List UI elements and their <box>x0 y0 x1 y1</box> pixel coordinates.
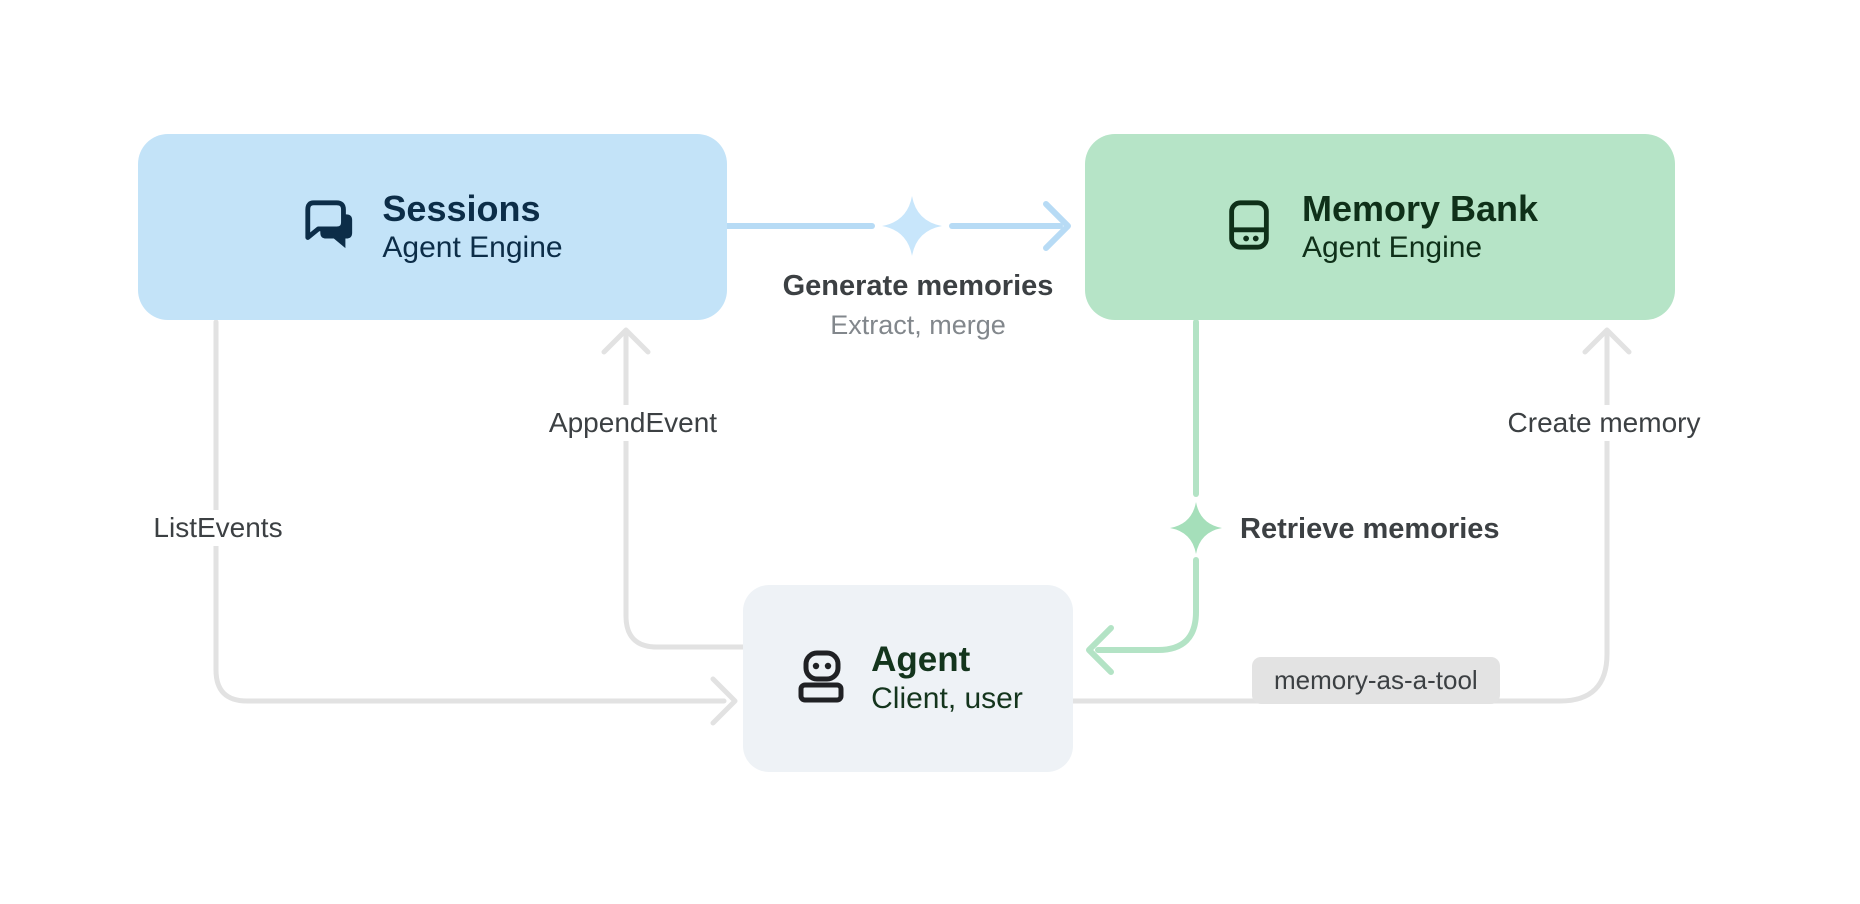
memory-bank-title: Memory Bank <box>1301 187 1539 229</box>
create-memory-arrow <box>1070 327 1632 704</box>
chat-bubbles-icon <box>302 198 356 257</box>
sparkle-icon <box>1170 502 1222 554</box>
sparkle-icon <box>882 196 942 256</box>
memory-bank-node: Memory Bank Agent Engine <box>1085 134 1675 320</box>
memory-as-a-tool-badge: memory-as-a-tool <box>1252 657 1500 704</box>
robot-icon <box>793 648 849 709</box>
agent-node: Agent Client, user <box>743 585 1073 772</box>
generate-memories-label: Generate memories <box>782 270 1054 302</box>
storage-icon <box>1222 198 1276 257</box>
list-events-arrow <box>213 319 738 726</box>
sessions-title: Sessions <box>382 187 541 229</box>
agent-title: Agent <box>871 639 971 679</box>
agent-subtitle: Client, user <box>871 681 1023 715</box>
memory-bank-subtitle: Agent Engine <box>1301 230 1483 264</box>
retrieve-memories-arrow <box>1086 319 1199 675</box>
retrieve-memories-label: Retrieve memories <box>1240 513 1500 545</box>
sessions-node: Sessions Agent Engine <box>138 134 727 320</box>
append-event-arrow <box>601 327 746 650</box>
generate-memories-arrow <box>724 201 1071 251</box>
list-events-label: ListEvents <box>145 510 291 546</box>
extract-merge-sublabel: Extract, merge <box>830 310 1006 340</box>
sessions-subtitle: Agent Engine <box>382 230 563 264</box>
append-event-label: AppendEvent <box>540 405 726 441</box>
create-memory-label: Create memory <box>1499 405 1709 441</box>
